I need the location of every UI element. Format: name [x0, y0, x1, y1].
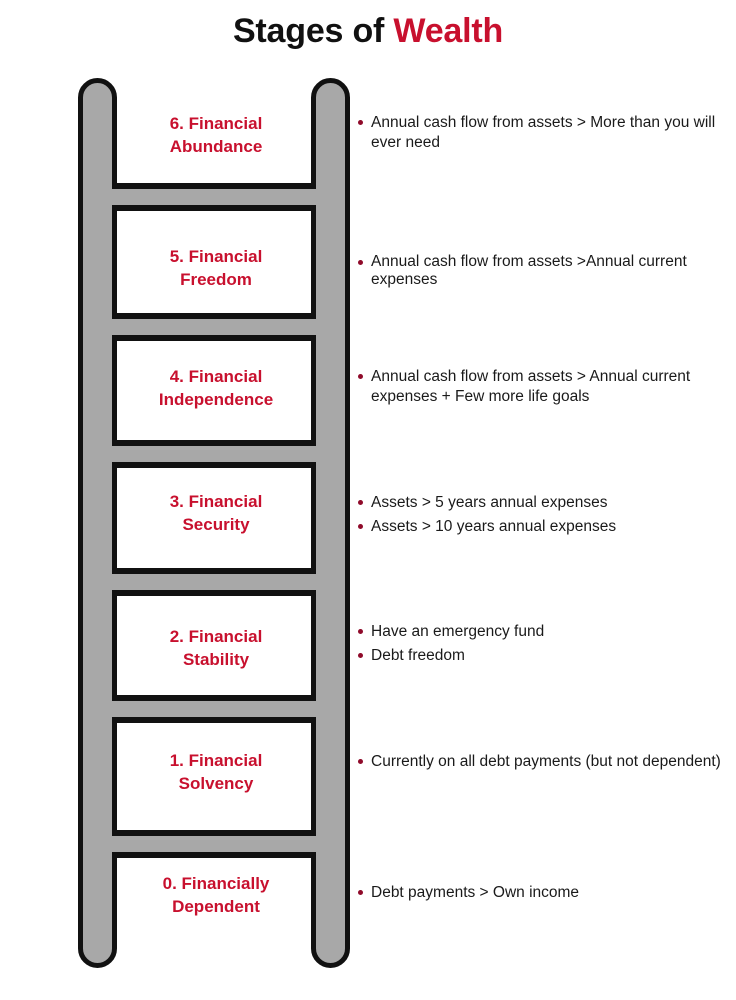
ladder-rung-5	[112, 695, 316, 723]
bullet-item: Annual cash flow from assets > More than…	[356, 113, 728, 153]
step-label-5-line2: Freedom	[180, 269, 252, 289]
bullet-item: Debt payments > Own income	[356, 883, 728, 903]
step-label-4-line1: 4. Financial	[169, 367, 263, 386]
ladder-graphic: 6. Financial Abundance 5. Financial Free…	[78, 78, 350, 968]
step-label-3-line1: 3. Financial	[169, 492, 263, 511]
bullet-dot-icon	[358, 759, 363, 764]
ladder-rung-2	[112, 313, 316, 341]
step-label-2-line1: 2. Financial	[169, 627, 263, 646]
bullet-dot-icon	[358, 120, 363, 125]
step-label-1-line2: Solvency	[178, 773, 254, 793]
ladder-rung-4	[112, 568, 316, 596]
step-label-0-line2: Dependent	[172, 896, 260, 916]
bullet-item: Have an emergency fund	[356, 622, 728, 642]
bullet-text: Debt payments > Own income	[371, 884, 580, 901]
bullet-dot-icon	[358, 523, 363, 529]
step-label-6-line1: 6. Financial	[169, 114, 263, 133]
step-label-1: 1. Financial Solvency	[116, 750, 316, 795]
bullet-dot-icon	[358, 652, 363, 658]
ladder-rung-3	[112, 440, 316, 468]
bullets-step-6: Annual cash flow from assets > More than…	[356, 113, 728, 153]
ladder-rail-right	[311, 78, 350, 968]
bullet-dot-icon	[358, 890, 363, 895]
bullets-step-3: Assets > 5 years annual expenses Assets …	[356, 493, 728, 537]
bullet-dot-icon	[358, 260, 363, 265]
bullet-item: Assets > 10 years annual expenses	[356, 517, 728, 537]
page-title-prefix: Stages of	[232, 12, 394, 50]
bullet-text: Annual cash flow from assets > Annual cu…	[371, 368, 691, 405]
page-title-accent: Wealth	[393, 12, 504, 50]
bullet-text: Assets > 10 years annual expenses	[371, 517, 617, 535]
bullets-step-4: Annual cash flow from assets > Annual cu…	[356, 367, 728, 407]
bullet-text: Annual cash flow from assets >Annual cur…	[371, 253, 687, 288]
bullet-text: Annual cash flow from assets > More than…	[371, 114, 716, 151]
bullets-step-0: Debt payments > Own income	[356, 883, 728, 903]
bullet-item: Currently on all debt payments (but not …	[356, 752, 728, 772]
bullet-item: Debt freedom	[356, 646, 728, 666]
bullet-text: Have an emergency fund	[371, 623, 545, 640]
step-label-2: 2. Financial Stability	[116, 626, 316, 671]
bullet-dot-icon	[358, 500, 363, 505]
ladder-rung-6	[112, 830, 316, 858]
step-label-0-line1: 0. Financially	[162, 874, 270, 893]
step-label-0: 0. Financially Dependent	[116, 873, 316, 918]
bullet-dot-icon	[358, 629, 363, 634]
page-title: Stages of Wealth	[0, 12, 736, 51]
bullet-item: Assets > 5 years annual expenses	[356, 493, 728, 513]
step-label-6-line2: Abundance	[169, 136, 263, 156]
bullets-step-5: Annual cash flow from assets >Annual cur…	[356, 253, 728, 288]
step-label-4: 4. Financial Independence	[116, 366, 316, 411]
bullet-item: Annual cash flow from assets >Annual cur…	[356, 253, 728, 288]
step-label-5-line1: 5. Financial	[169, 247, 263, 266]
ladder-rail-left	[78, 78, 117, 968]
bullets-step-1: Currently on all debt payments (but not …	[356, 752, 728, 772]
bullet-dot-icon	[358, 374, 363, 379]
bullet-text: Debt freedom	[371, 646, 465, 664]
bullet-text: Assets > 5 years annual expenses	[371, 494, 608, 511]
step-label-1-line1: 1. Financial	[169, 751, 263, 770]
bullets-step-2: Have an emergency fund Debt freedom	[356, 622, 728, 666]
step-label-3-line2: Security	[182, 514, 250, 534]
ladder-rung-1	[112, 183, 316, 211]
step-label-4-line2: Independence	[158, 389, 274, 409]
bullet-text: Currently on all debt payments (but not …	[371, 753, 721, 770]
step-label-3: 3. Financial Security	[116, 491, 316, 536]
step-label-2-line2: Stability	[182, 649, 250, 669]
step-label-5: 5. Financial Freedom	[116, 246, 316, 291]
step-label-6: 6. Financial Abundance	[116, 113, 316, 158]
bullet-item: Annual cash flow from assets > Annual cu…	[356, 367, 728, 407]
